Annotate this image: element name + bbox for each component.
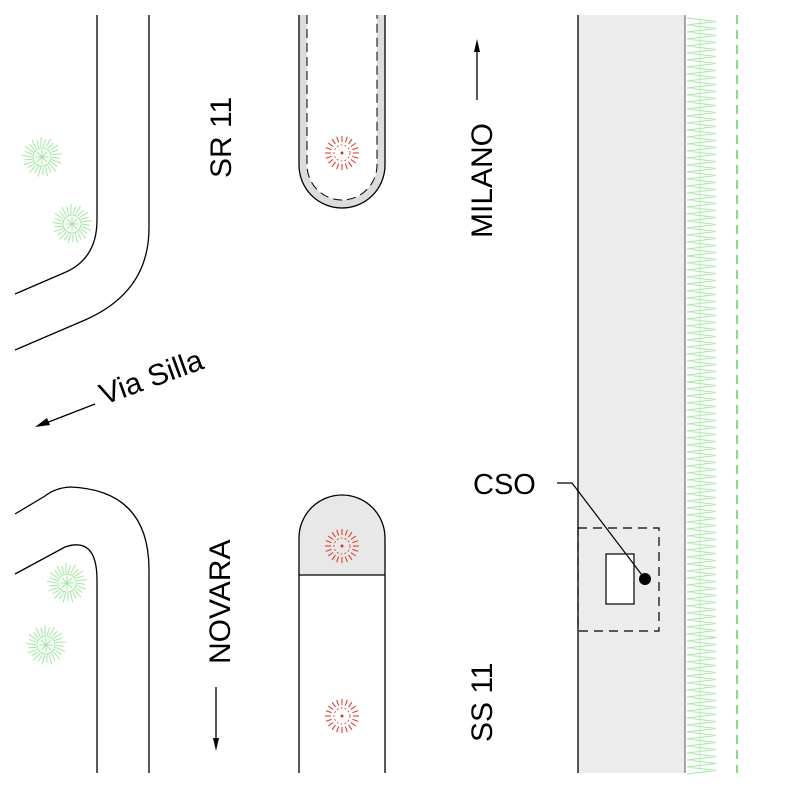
cso-cabinet: [605, 553, 635, 605]
label-milano: MILANO: [466, 123, 499, 238]
label-ss11: SS 11: [466, 663, 499, 743]
label-sr11: SR 11: [205, 97, 238, 178]
hydrant-icon: [325, 136, 359, 170]
hydrant-icon: [325, 529, 359, 563]
upper-island-outer: [298, 15, 386, 209]
grass-strip: [686, 17, 717, 775]
label-cso: CSO: [473, 469, 536, 501]
arrow-down-icon: [213, 687, 219, 751]
upper-island-band: [299, 15, 385, 208]
left-curb-upper-inner: [14, 15, 98, 295]
left-curb-upper-outer: [14, 15, 150, 351]
arrow-left-icon: [35, 403, 96, 427]
cso-marker-icon: [639, 573, 651, 585]
cso-leader-line: [557, 482, 646, 580]
tree-icon: [52, 203, 92, 244]
tree-icon: [47, 562, 87, 603]
tree-icon: [22, 136, 62, 177]
label-novara: NOVARA: [204, 540, 237, 664]
arrow-up-icon: [474, 39, 480, 100]
lower-island-outline: [298, 494, 386, 773]
tree-icon: [26, 624, 66, 665]
upper-island-inner: [306, 15, 378, 201]
left-curb-lower-outer: [14, 486, 150, 773]
left-curb-lower-inner: [14, 544, 98, 773]
sidewalk-band: [578, 15, 685, 773]
hydrant-icon: [325, 699, 359, 733]
label-via-silla: Via Silla: [95, 344, 208, 412]
cso-area: [577, 527, 660, 632]
